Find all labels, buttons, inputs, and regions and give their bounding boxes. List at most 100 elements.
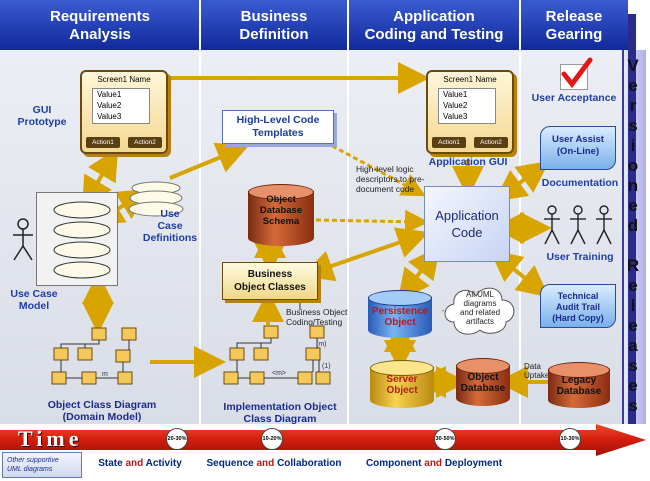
use-case-definitions-label: Use Case Definitions (142, 208, 198, 244)
versioned-releases-shadow (628, 14, 636, 424)
footer-and: and (421, 458, 445, 469)
time-label: Time (18, 426, 83, 451)
user-assist-box: User Assist (On-Line) (540, 126, 616, 170)
versioned-releases-letter: d (627, 216, 639, 235)
header-requirements-line2: Analysis (69, 26, 131, 43)
implementation-diagram-label: Implementation Object Class Diagram (223, 401, 337, 425)
screen-values: Value1 Value2 Value3 (438, 88, 496, 124)
header-release-line1: Release (545, 8, 603, 25)
versioned-releases-letter: a (628, 336, 638, 355)
header-application-line1: Application (393, 8, 475, 25)
screen-value: Value1 (443, 90, 468, 99)
cloud-icon (444, 287, 515, 335)
action2-button: Action2 (474, 137, 508, 148)
header-requirements-line1: Requirements (49, 8, 151, 25)
multiplicity-m: m (102, 371, 108, 378)
audit-trail-box: Technical Audit Trail (Hard Copy) (540, 284, 616, 328)
screen-value: Value3 (97, 112, 122, 121)
code-templates-box: High-Level Code Templates (222, 110, 334, 144)
versioned-releases-letter: e (628, 76, 638, 95)
versioned-releases-letter: e (628, 316, 638, 335)
action1-button: Action1 (86, 137, 120, 148)
header-release: Release Gearing (520, 0, 628, 50)
screen-value: Value2 (97, 101, 122, 110)
application-code-box: Application Code (424, 186, 510, 262)
user-acceptance-label: User Acceptance (531, 92, 617, 104)
data-uptake-label: Data Uptake (524, 362, 550, 380)
versioned-releases-letter: V (627, 56, 639, 75)
cloud-text: All UML diagrams and related artifacts (459, 290, 501, 326)
business-object-classes-box: Business Object Classes (222, 262, 318, 300)
pct-application: 30-50% (434, 428, 456, 450)
screen-value: Value1 (97, 90, 122, 99)
footer-and: and (122, 458, 146, 469)
high-level-logic-note: High-level logic descriptors to pre- doc… (356, 164, 425, 194)
pct-business: 10-20% (261, 428, 283, 450)
screen-value: Value2 (443, 101, 468, 110)
footer-word: Deployment (444, 458, 503, 469)
versioned-releases-letter: e (628, 196, 638, 215)
footer-state-activity: State and Activity (80, 458, 200, 469)
multiplicity-m1: (m) (316, 341, 327, 348)
header-application-line2: Coding and Testing (364, 26, 504, 43)
versioned-releases-letter: e (628, 276, 638, 295)
versioned-releases-letter: r (629, 96, 637, 115)
footer-and: and (253, 458, 278, 469)
footer-word: Activity (145, 458, 182, 469)
checkmark-glyph (561, 57, 593, 89)
footer-word: Sequence (206, 458, 254, 469)
screen-name: Screen1 Name (443, 75, 497, 84)
footer-word: State (98, 458, 123, 469)
application-gui-screen: Screen1 Name Value1 Value2 Value3 Action… (426, 70, 514, 154)
header-business-line1: Business (240, 8, 308, 25)
object-database: Object Database (456, 358, 510, 406)
persistence-object: Persistence Object (368, 290, 432, 338)
screen-values: Value1 Value2 Value3 (92, 88, 150, 124)
versioned-releases-letter: o (627, 156, 639, 175)
use-case-ellipses-icon (53, 201, 111, 279)
action2-button: Action2 (128, 137, 162, 148)
gui-prototype-label: GUI Prototype (17, 104, 67, 128)
user-training-icon (544, 205, 612, 245)
footer-word: Collaboration (277, 458, 342, 469)
use-case-model-label: Use Case Model (10, 288, 58, 312)
versioned-releases-letter: s (628, 396, 638, 415)
screen-value: Value3 (443, 112, 468, 121)
footer-component-deployment: Component and Deployment (348, 458, 520, 469)
versioned-releases-letter: s (628, 116, 638, 135)
documentation-label: Documentation (541, 177, 619, 189)
other-uml-label: Other supportive UML diagrams (2, 452, 82, 478)
versioned-releases-letter: i (630, 136, 636, 155)
legacy-database: Legacy Database (548, 362, 610, 408)
column-divider (347, 0, 349, 424)
use-case-definitions-icon (128, 181, 184, 217)
pct-release: 10-30% (559, 428, 581, 450)
bo-coding-label: Business Object Coding/Testing (286, 307, 348, 327)
footer-word: Component (365, 458, 422, 469)
pct-requirements: 20-30% (166, 428, 188, 450)
application-gui-label: Application GUI (428, 156, 508, 168)
multiplicity-m2: <m> (272, 370, 286, 377)
versioned-releases-letter: n (627, 176, 639, 195)
server-object: Server Object (370, 360, 434, 408)
implementation-class-diagram-icon: <m> (m) (1) (223, 325, 331, 385)
header-requirements: Requirements Analysis (0, 0, 200, 50)
screen-name: Screen1 Name (97, 75, 151, 84)
versioned-releases-letter: l (630, 296, 636, 315)
header-business-line2: Definition (239, 26, 309, 43)
user-training-label: User Training (546, 251, 614, 263)
header-application: Application Coding and Testing (348, 0, 520, 50)
multiplicity-1: (1) (322, 363, 331, 370)
gui-prototype-screen: Screen1 Name Value1 Value2 Value3 Action… (80, 70, 168, 154)
column-divider (199, 0, 201, 424)
object-class-diagram-icon: m (51, 327, 137, 385)
time-bar-arrow (0, 424, 646, 456)
versioned-releases-letter: e (628, 376, 638, 395)
object-class-diagram-label: Object Class Diagram (Domain Model) (47, 399, 157, 423)
header-release-line2: Gearing (545, 26, 603, 43)
object-database-schema: Object Database Schema (248, 184, 314, 246)
actor-icon (13, 218, 33, 261)
header-business: Business Definition (200, 0, 348, 50)
